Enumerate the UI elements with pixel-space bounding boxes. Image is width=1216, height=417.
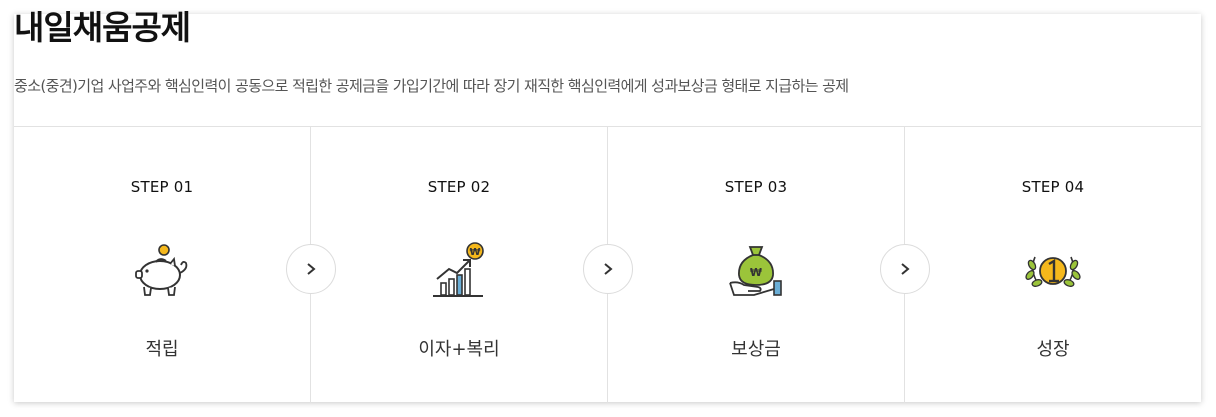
piggy-bank-icon <box>135 244 188 296</box>
steps-row: STEP 01 적립 STEP 02 <box>14 126 1201 403</box>
step-label: 적립 <box>145 339 179 360</box>
process-card: 내일채움공제 중소(중견)기업 사업주와 핵심인력이 공동으로 적립한 공제금을… <box>14 8 1201 403</box>
growth-chart-icon: ₩ <box>433 242 484 297</box>
page-title: 내일채움공제 <box>14 8 191 47</box>
next-step-arrow-button[interactable] <box>286 244 336 294</box>
step-4: STEP 04 성장 <box>905 127 1201 403</box>
chevron-right-icon <box>604 263 613 275</box>
step-3: STEP 03 ₩ 보상금 <box>608 127 930 403</box>
next-step-arrow-button[interactable] <box>583 244 633 294</box>
svg-text:₩: ₩ <box>750 266 762 279</box>
step-number: STEP 01 <box>130 178 194 196</box>
step-number: STEP 04 <box>1021 178 1085 196</box>
step-label: 이자+복리 <box>418 339 500 360</box>
chevron-right-icon <box>307 263 316 275</box>
step-label: 성장 <box>1036 339 1070 360</box>
page-subtitle: 중소(중견)기업 사업주와 핵심인력이 공동으로 적립한 공제금을 가입기간에 … <box>14 77 849 95</box>
next-step-arrow-button[interactable] <box>880 244 930 294</box>
svg-text:₩: ₩ <box>469 247 480 258</box>
step-number: STEP 02 <box>427 178 491 196</box>
chevron-right-icon <box>901 263 910 275</box>
step-1: STEP 01 적립 <box>14 127 336 403</box>
step-number: STEP 03 <box>724 178 788 196</box>
laurel-number-one-icon <box>1025 256 1081 287</box>
money-bag-hand-icon: ₩ <box>729 246 782 296</box>
step-2: STEP 02 ₩ 이자+복리 <box>311 127 633 403</box>
step-label: 보상금 <box>731 339 781 360</box>
